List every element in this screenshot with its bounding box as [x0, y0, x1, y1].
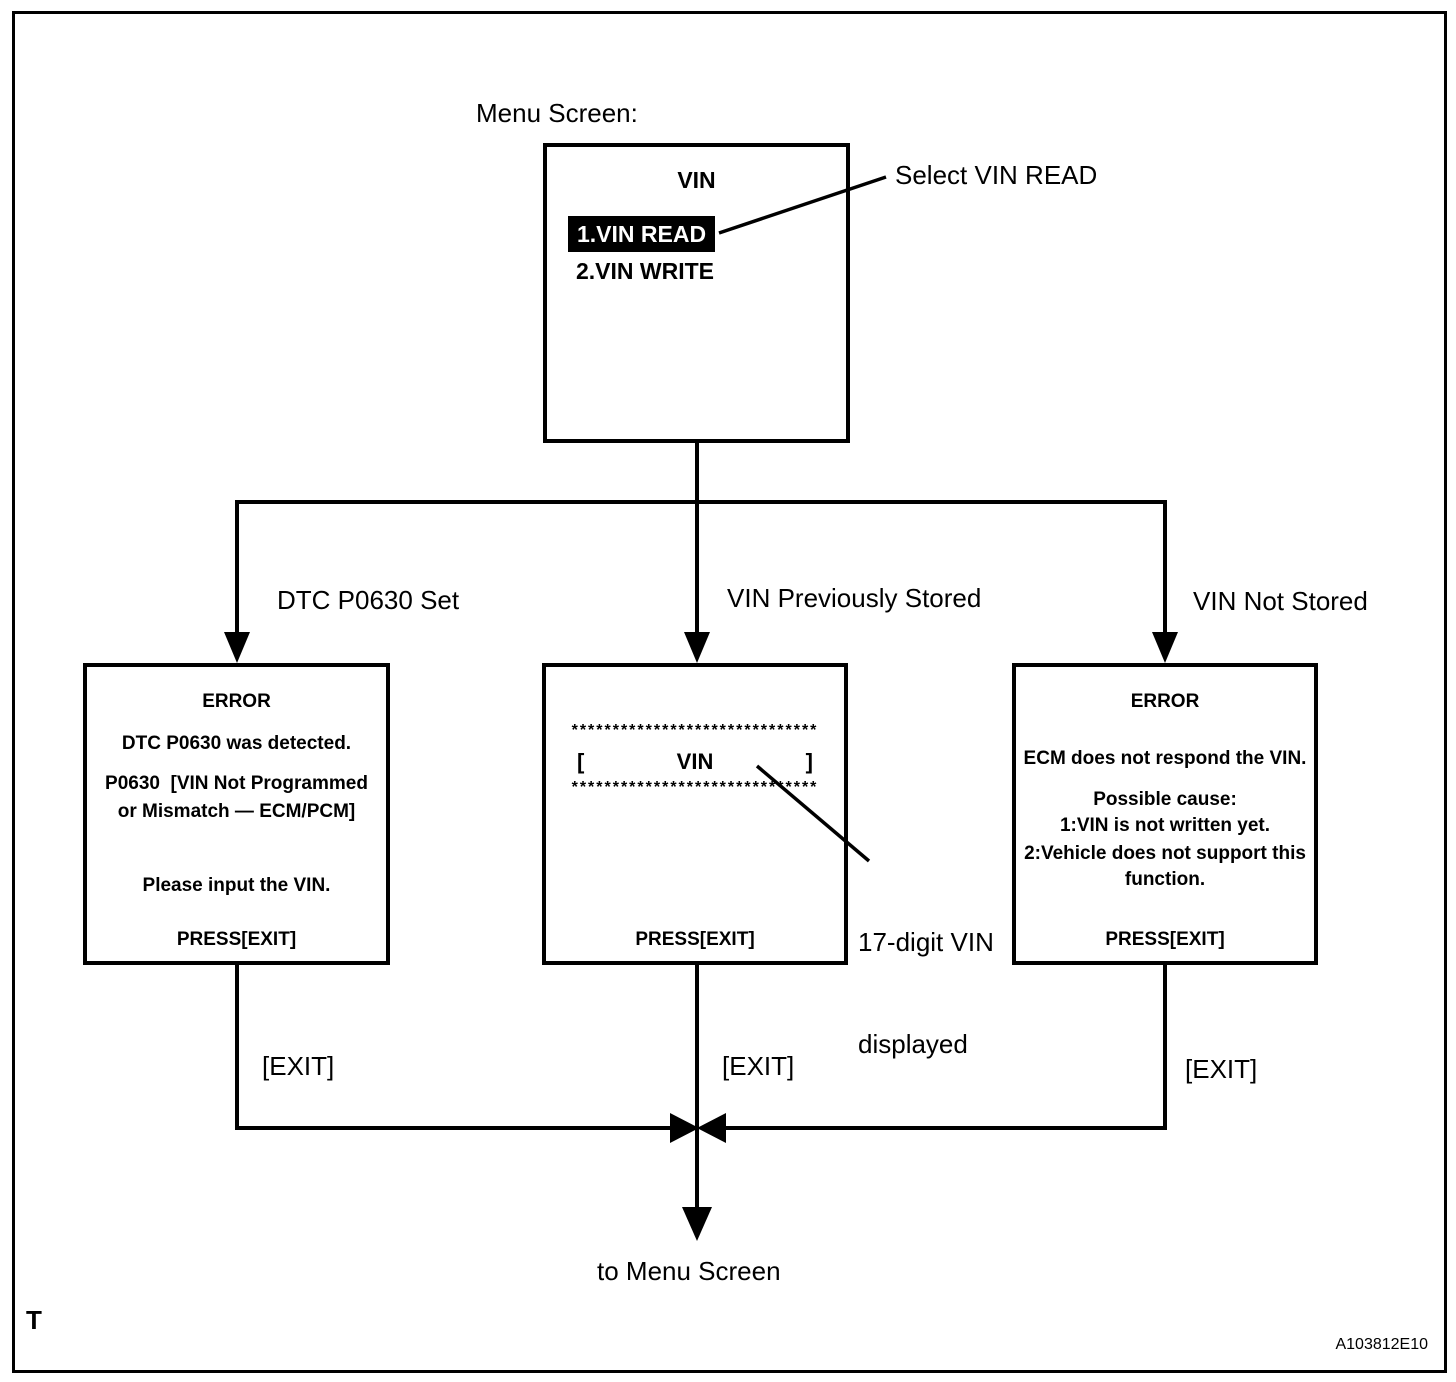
exit-label-right: [EXIT] [1185, 1054, 1258, 1084]
bracket-close: ] [805, 749, 813, 774]
no-response-error-screen: ERROR ECM does not respond the VIN. Poss… [1012, 663, 1318, 965]
vin-display-screen: ****************************** [ VIN ] *… [542, 663, 848, 965]
error-title: ERROR [202, 691, 271, 712]
menu-item-vin-read: 1.VIN READ [568, 216, 716, 252]
stars-row-bottom: ****************************** [571, 779, 819, 796]
figure-code: A103812E10 [1335, 1336, 1428, 1353]
error-line: DTC P0630 was detected. [121, 733, 352, 754]
error-line: Possible cause: [1093, 789, 1237, 810]
branch-label-vin-stored: VIN Previously Stored [727, 583, 982, 613]
error-line: 2:Vehicle does not support this [1024, 843, 1306, 864]
error-title: ERROR [1130, 691, 1200, 712]
exit-label-left: [EXIT] [262, 1051, 335, 1081]
vin-bracket-row: [ VIN ] [577, 749, 813, 775]
menu-box-title: VIN [677, 167, 716, 193]
error-line: 1:VIN is not written yet. [1059, 815, 1271, 836]
error-line: function. [1124, 869, 1206, 890]
branch-label-vin-not-stored: VIN Not Stored [1193, 586, 1368, 616]
vin-value-label: VIN [676, 749, 714, 774]
branch-label-dtc-p0630: DTC P0630 Set [277, 585, 460, 615]
to-menu-screen-label: to Menu Screen [597, 1256, 781, 1286]
error-line: Please input the VIN. [142, 875, 331, 896]
annotation-line-2: displayed [858, 1029, 968, 1059]
exit-label-middle: [EXIT] [722, 1051, 795, 1081]
bracket-open: [ [577, 749, 585, 774]
annotation-line-1: 17-digit VIN [858, 927, 994, 957]
error-line: or Mismatch — ECM/PCM] [117, 801, 356, 822]
menu-screen-label: Menu Screen: [476, 98, 638, 128]
menu-item-vin-write: 2.VIN WRITE [576, 258, 715, 284]
press-exit-label: PRESS[EXIT] [176, 929, 297, 950]
menu-screen-box: VIN 1.VIN READ 2.VIN WRITE [543, 143, 850, 443]
press-exit-label: PRESS[EXIT] [635, 929, 755, 950]
error-line: P0630 [VIN Not Programmed [105, 773, 368, 794]
page-marker: T [26, 1305, 42, 1335]
diagram-border [12, 11, 1447, 1373]
stars-row-top: ****************************** [571, 722, 819, 739]
error-line: ECM does not respond the VIN. [1023, 748, 1307, 769]
dtc-error-screen: ERROR DTC P0630 was detected. P0630 [VIN… [83, 663, 390, 965]
vin-digits-annotation: 17-digit VIN displayed [858, 857, 994, 1129]
select-vin-read-annotation: Select VIN READ [895, 160, 1098, 190]
press-exit-label: PRESS[EXIT] [1105, 929, 1225, 950]
